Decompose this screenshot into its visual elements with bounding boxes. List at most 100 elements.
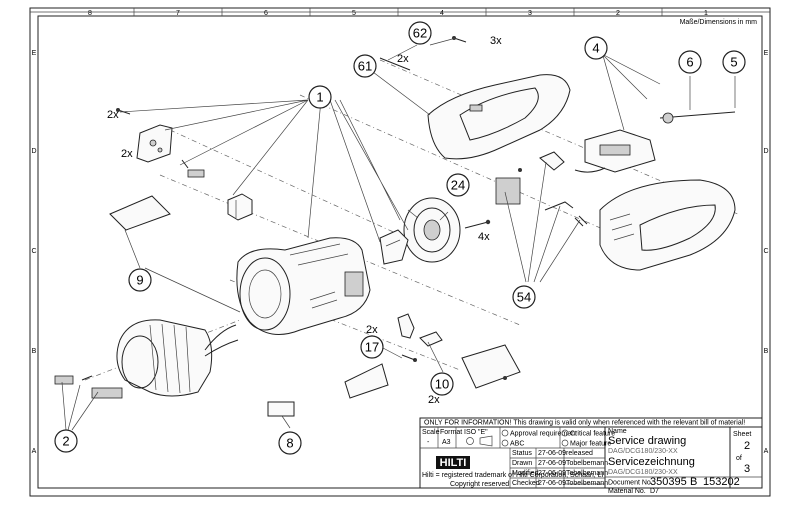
dimension-note: Maße/Dimensions in mm [680, 19, 758, 26]
part-small-components-54 [495, 151, 588, 227]
zone-label-side: D [31, 148, 36, 155]
qty-17: 2x [366, 324, 378, 336]
status-row-cell: released [566, 450, 593, 457]
qty-10: 2x [428, 394, 440, 406]
svg-text:5: 5 [730, 55, 737, 70]
status-row-cell: Status [512, 450, 532, 457]
copyright-note: Copyright reserved [450, 481, 509, 488]
zone-label-top: 4 [440, 10, 444, 17]
zone-label-side: E [32, 50, 37, 57]
status-row-cell: Tobelbemann [566, 480, 608, 487]
drawing-frame [29, 7, 771, 497]
callout-24: 24 [446, 173, 470, 197]
zone-label-side: B [764, 348, 769, 355]
checkbox-major [561, 439, 569, 447]
qty-62-b: 3x [490, 35, 502, 47]
status-row-cell: Tobelbemann [566, 460, 608, 467]
svg-text:2: 2 [62, 434, 69, 449]
title-block: ONLY FOR INFORMATION! This drawing is va… [419, 417, 763, 495]
svg-text:10: 10 [435, 377, 449, 392]
zone-label-side: A [764, 448, 769, 455]
callout-5: 5 [722, 50, 746, 74]
zone-label-side: A [32, 448, 37, 455]
status-row-cell: Modified [512, 470, 539, 477]
hilti-logo-text: HILTI [440, 457, 467, 469]
part-switch-assembly [574, 129, 656, 173]
zone-label-top: 8 [88, 10, 92, 17]
checkbox-abc [501, 439, 509, 447]
title-de: Servicezeichnung [608, 456, 695, 468]
svg-text:8: 8 [286, 436, 293, 451]
scale-value: - [427, 439, 430, 446]
svg-text:54: 54 [517, 290, 531, 305]
name-label: Name [608, 428, 627, 435]
status-row-cell: Checked [512, 480, 540, 487]
status-row-cell: Drawn [512, 460, 532, 467]
zone-label-side: B [32, 348, 37, 355]
document-revision: B [690, 476, 697, 488]
part-switch-rod [659, 111, 736, 124]
svg-text:61: 61 [358, 59, 372, 74]
document-number: 350395 [650, 476, 687, 488]
svg-text:1: 1 [316, 90, 323, 105]
part-side-cover-flat [461, 344, 521, 389]
zone-label-side: C [763, 248, 768, 255]
status-row-cell: 27-06-09 [538, 470, 566, 477]
part-insulation-sheet [109, 195, 171, 231]
format-value: A3 [442, 439, 451, 446]
part-upper-handle-shell [427, 74, 571, 160]
part-screws-4x [464, 219, 491, 229]
quantity-labels: 2x 3x 2x 2x 4x 2x 2x [107, 35, 502, 406]
zone-label-top: 2 [616, 10, 620, 17]
checkbox-approval [501, 429, 509, 437]
critical-label: Critical feature [570, 431, 615, 438]
part-motor-housing [236, 237, 371, 335]
qty-62-a: 2x [397, 53, 409, 65]
svg-text:24: 24 [451, 178, 465, 193]
subtitle-en: DAG/DCG180/230-XX [608, 448, 678, 455]
svg-text:62: 62 [413, 26, 427, 41]
part-lower-handle-shell [599, 179, 736, 271]
abc-label: ABC [510, 441, 524, 448]
iso-label: ISO "E" [464, 429, 488, 436]
document-number-2: 153202 [703, 476, 740, 488]
part-label-plate [267, 401, 295, 417]
callout-6: 6 [678, 50, 702, 74]
status-row-cell: 27-06-09 [538, 480, 566, 487]
zone-label-top: 3 [528, 10, 532, 17]
part-armature-stator [116, 319, 239, 397]
zone-label-top: 5 [352, 10, 356, 17]
sheet-of-label: of [736, 455, 742, 462]
zone-label-top: 7 [176, 10, 180, 17]
svg-text:4: 4 [592, 41, 599, 56]
callout-9: 9 [128, 268, 152, 292]
qty-1-a: 2x [107, 109, 119, 121]
svg-text:9: 9 [136, 273, 143, 288]
callout-54: 54 [512, 285, 536, 309]
part-brush-holder [227, 193, 253, 221]
major-label: Major feature [570, 441, 611, 448]
callout-1: 1 [308, 85, 332, 109]
sheet-total: 3 [744, 463, 750, 475]
trademark-note: Hilti = registered trademark of Hilti Co… [422, 472, 604, 479]
material-label: Material No. [608, 488, 646, 495]
subtitle-de: DAG/DCG180/230-XX [608, 469, 678, 476]
zone-label-side: D [763, 148, 768, 155]
svg-text:17: 17 [365, 340, 379, 355]
qty-24: 4x [478, 231, 490, 243]
zone-label-side: E [764, 50, 769, 57]
format-label: Format [440, 429, 462, 436]
zone-label-side: C [31, 248, 36, 255]
zone-label-top: 1 [704, 10, 708, 17]
sheet-label: Sheet [733, 431, 751, 438]
callout-10: 10 [430, 372, 454, 396]
part-side-cover-plate [136, 124, 173, 163]
part-carbon-brush [181, 159, 205, 178]
title-en: Service drawing [608, 435, 686, 447]
callout-8: 8 [278, 431, 302, 455]
